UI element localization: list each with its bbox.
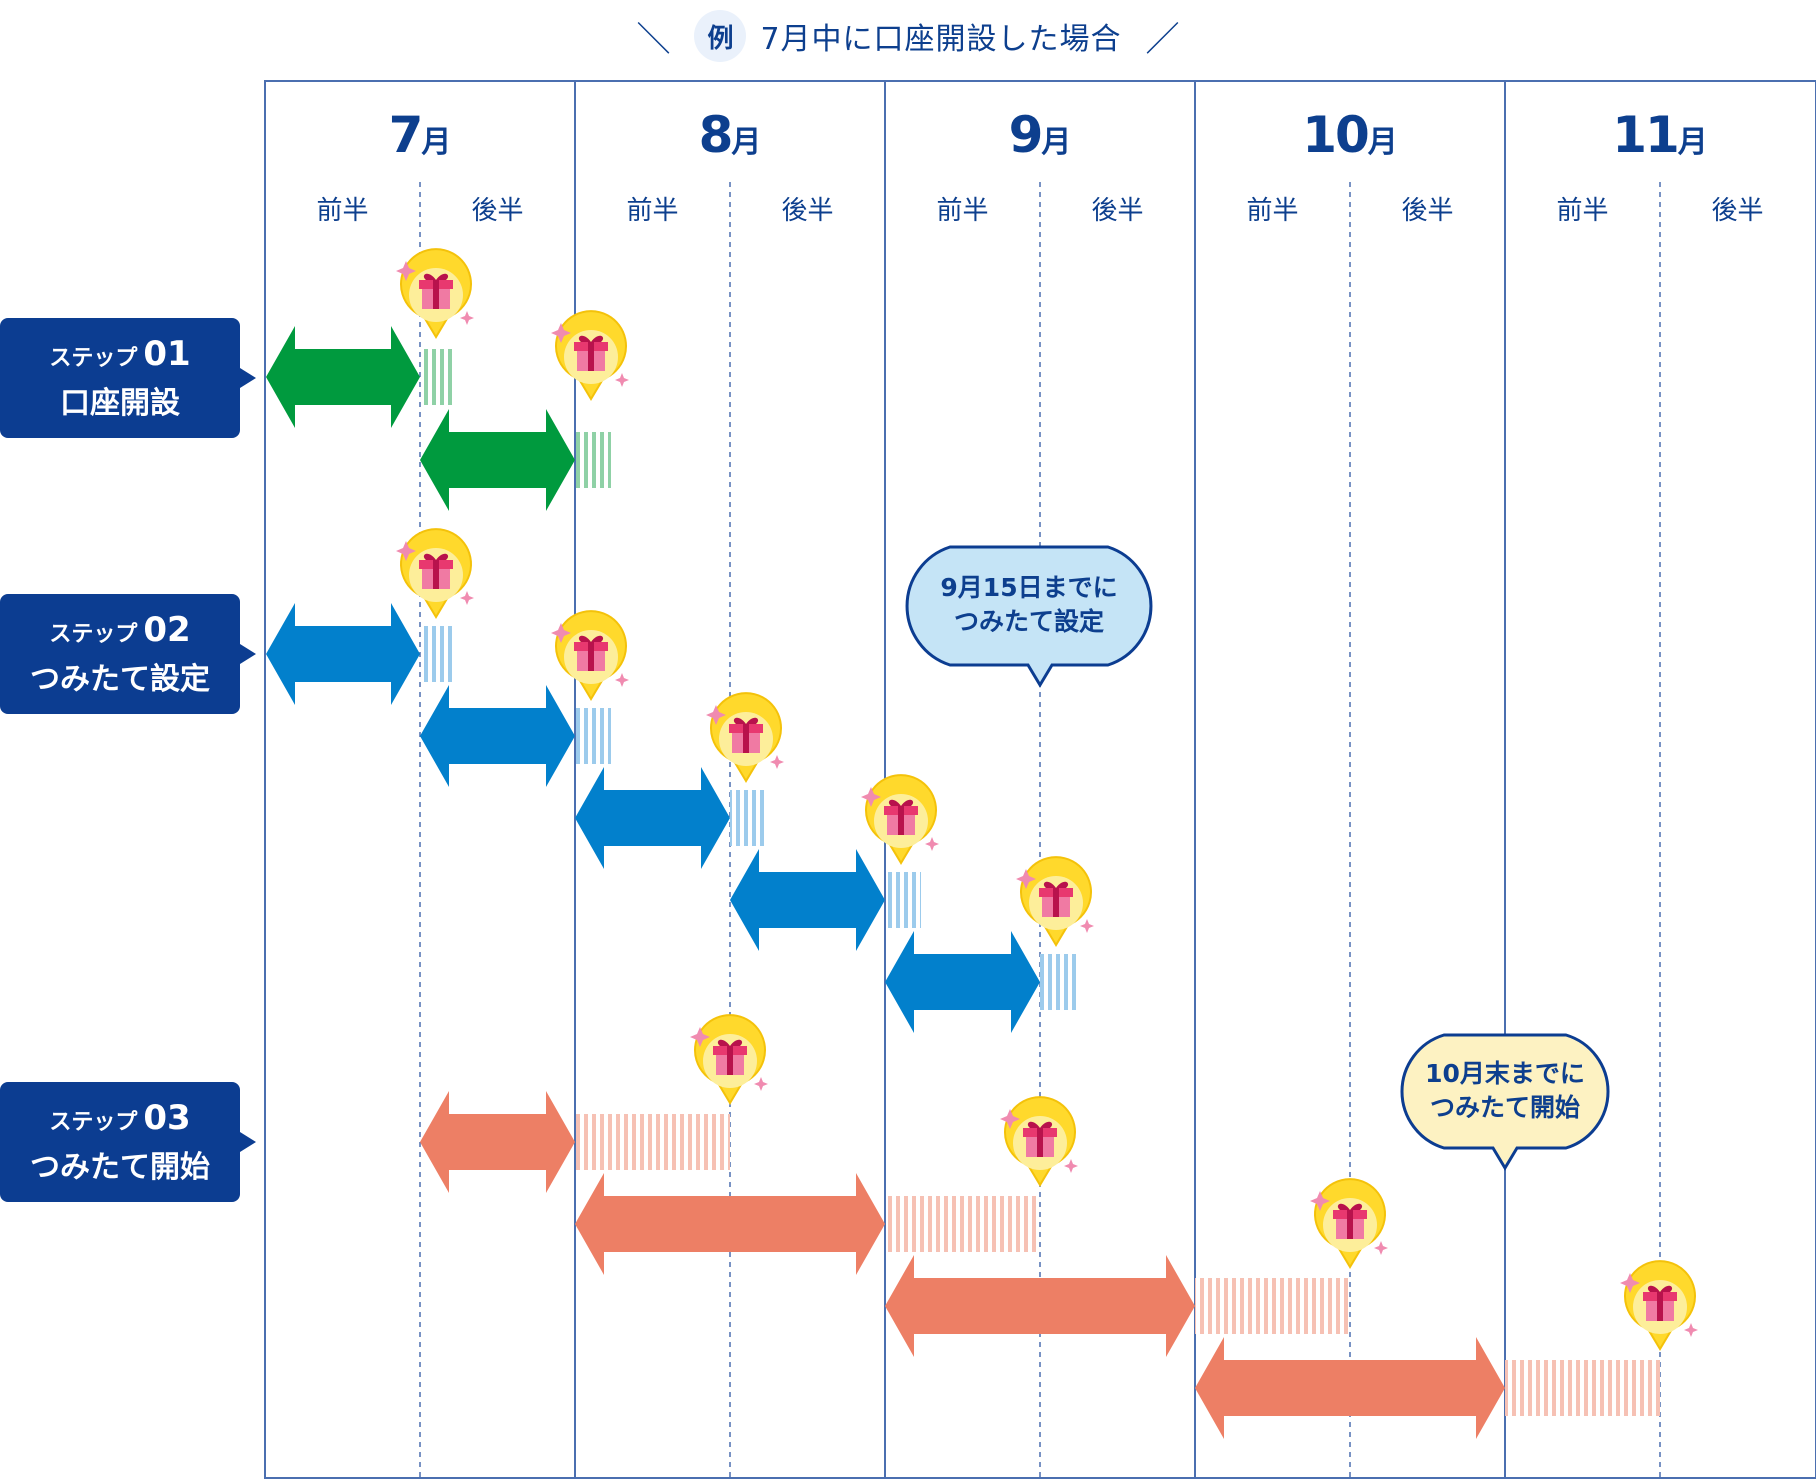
gift-pin-icon	[689, 1014, 769, 1104]
gift-pin-icon	[1015, 856, 1095, 946]
double-arrow	[885, 1255, 1195, 1357]
stripe-block	[575, 432, 611, 488]
double-arrow	[885, 931, 1040, 1033]
callout-start-line1: 10月末までに	[1425, 1059, 1585, 1088]
double-arrow	[575, 767, 730, 869]
example-badge: 例	[694, 10, 747, 62]
month-suffix: 月	[1041, 125, 1072, 160]
month-label-nov: 11月	[1505, 106, 1815, 164]
step-title: つみたて開始	[30, 1150, 210, 1185]
stripe-block	[1040, 954, 1076, 1010]
stripe-block	[885, 872, 921, 928]
callout-setup-line2: つみたて設定	[953, 607, 1104, 636]
month-suffix: 月	[1677, 125, 1708, 160]
half-label-first: 前半	[1246, 196, 1299, 226]
callout-setup-line1: 9月15日までに	[940, 573, 1118, 602]
stripe-block	[885, 1196, 1040, 1252]
step-number: 02	[143, 610, 191, 650]
month-label-sep: 9月	[885, 106, 1195, 164]
step-01-arrows	[266, 326, 611, 511]
month-number: 9	[1008, 106, 1044, 164]
callout-bubbles	[905, 545, 1610, 1171]
step-title: 口座開設	[60, 386, 180, 421]
half-label-second: 後半	[1401, 196, 1454, 226]
half-label-second: 後半	[781, 196, 834, 226]
stripe-block	[420, 626, 456, 682]
half-label-first: 前半	[626, 196, 679, 226]
double-arrow	[730, 849, 885, 951]
stripe-block	[1195, 1278, 1350, 1334]
double-arrow	[266, 326, 420, 428]
gift-pin-icon	[1309, 1178, 1389, 1268]
month-number: 8	[698, 106, 734, 164]
month-label-aug: 8月	[575, 106, 885, 164]
month-suffix: 月	[421, 125, 452, 160]
callout-start-line2: つみたて開始	[1429, 1093, 1580, 1122]
double-arrow	[420, 1091, 575, 1193]
month-label-jul: 7月	[265, 106, 575, 164]
stripe-block	[575, 708, 611, 764]
step-02-arrows	[266, 603, 1076, 1033]
step-title: つみたて設定	[30, 662, 210, 697]
half-label-second: 後半	[471, 196, 524, 226]
stripe-block	[1505, 1360, 1660, 1416]
stripe-block	[575, 1114, 730, 1170]
month-number: 11	[1612, 106, 1680, 164]
heading-slash-right: ／	[1145, 19, 1180, 60]
gift-pin-icon	[705, 692, 785, 782]
callout-start-text: 10月末までに つみたて開始	[1385, 1057, 1625, 1125]
callout-start-bubble	[1400, 1033, 1610, 1171]
stripe-block	[730, 790, 766, 846]
half-label-first: 前半	[316, 196, 369, 226]
callout-setup-bubble	[905, 545, 1153, 688]
step-word: ステップ	[49, 1110, 138, 1135]
gift-pin-icon	[860, 774, 940, 864]
month-label-oct: 10月	[1195, 106, 1505, 164]
gift-pin-icon	[550, 310, 630, 400]
month-suffix: 月	[731, 125, 762, 160]
gift-pin-icon	[999, 1096, 1079, 1186]
double-arrow	[420, 409, 575, 511]
step-number: 01	[143, 334, 191, 374]
gift-pin-icon	[550, 610, 630, 700]
half-label-first: 前半	[936, 196, 989, 226]
month-suffix: 月	[1367, 125, 1398, 160]
gift-pin-icon	[395, 248, 475, 338]
heading-text: 7月中に口座開設した場合	[760, 22, 1122, 57]
step-number: 03	[143, 1098, 191, 1138]
half-label-first: 前半	[1556, 196, 1609, 226]
double-arrow	[1195, 1337, 1505, 1439]
heading-slash-left: ＼	[636, 19, 671, 60]
half-label-second: 後半	[1711, 196, 1764, 226]
grid-frame	[264, 80, 1816, 1479]
half-label-second: 後半	[1091, 196, 1144, 226]
stripe-block	[420, 349, 456, 405]
double-arrow	[420, 685, 575, 787]
gift-pin-icon	[395, 528, 475, 618]
double-arrow	[266, 603, 420, 705]
diagram-heading: ＼ 例 7月中に口座開設した場合 ／	[0, 6, 1816, 66]
grid-lines	[264, 80, 1816, 1479]
step-word: ステップ	[49, 346, 138, 371]
month-number: 7	[388, 106, 424, 164]
step-03-arrows	[420, 1091, 1660, 1439]
month-number: 10	[1302, 106, 1370, 164]
gift-pin-icon	[1619, 1260, 1699, 1350]
double-arrow	[575, 1173, 885, 1275]
step-word: ステップ	[49, 622, 138, 647]
callout-setup-text: 9月15日までに つみたて設定	[888, 571, 1170, 639]
